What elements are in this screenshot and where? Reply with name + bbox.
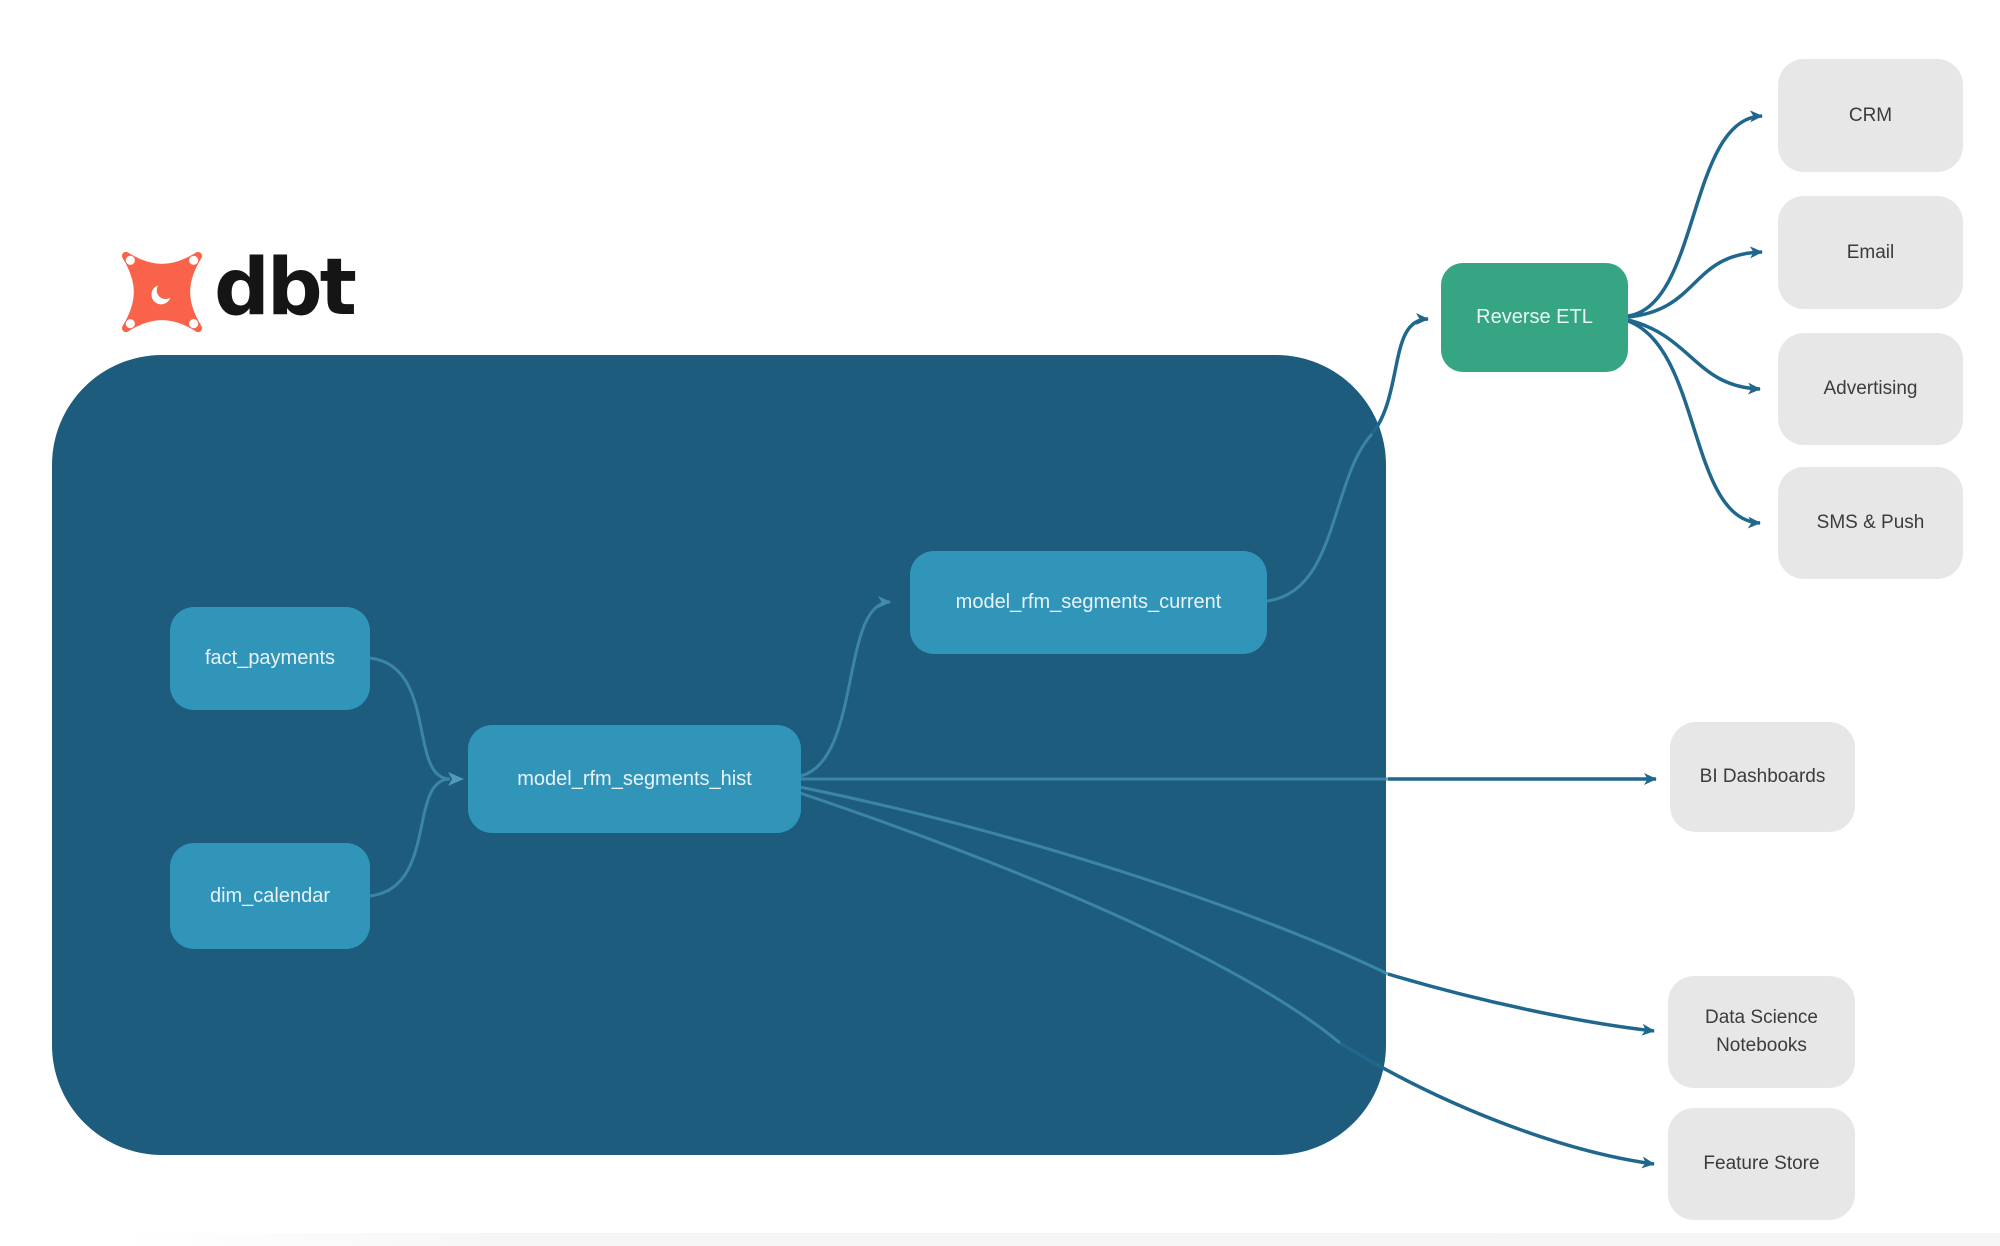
node-data-science-notebooks: Data Science Notebooks bbox=[1668, 976, 1855, 1088]
node-feature-store: Feature Store bbox=[1668, 1108, 1855, 1220]
node-model-rfm-segments-hist-label: model_rfm_segments_hist bbox=[517, 767, 752, 790]
node-model-rfm-segments-current-label: model_rfm_segments_current bbox=[955, 591, 1222, 613]
node-fact-payments: fact_payments bbox=[170, 607, 370, 710]
dbt-logo-text: dbt bbox=[214, 243, 357, 333]
node-advertising-label: Advertising bbox=[1823, 378, 1918, 400]
edge-current-to-retl-outside bbox=[1370, 313, 1429, 436]
node-dim-calendar-label: dim_calendar bbox=[209, 884, 331, 907]
edge-hist-to-fs-inside bbox=[799, 791, 1341, 1045]
edge-hist-to-ds-outside bbox=[1387, 972, 1655, 1036]
edge-retl-to-crm bbox=[1627, 110, 1763, 318]
node-model-rfm-segments-hist: model_rfm_segments_hist bbox=[468, 725, 801, 833]
edge-hist-to-fs-outside bbox=[1339, 1041, 1655, 1169]
node-email: Email bbox=[1778, 196, 1963, 309]
node-bi-dashboards-label: BI Dashboards bbox=[1699, 766, 1826, 788]
edge-retl-to-advertising bbox=[1627, 318, 1761, 395]
bottom-divider bbox=[0, 1233, 2000, 1246]
node-advertising: Advertising bbox=[1778, 333, 1963, 445]
edge-current-to-retl-inside bbox=[1266, 432, 1374, 603]
node-email-label: Email bbox=[1846, 241, 1895, 263]
edge-hist-to-ds-inside bbox=[799, 785, 1389, 976]
edge-retl-to-sms bbox=[1627, 319, 1761, 529]
edge-dim-to-hist bbox=[369, 777, 451, 898]
node-data-science-notebooks-label: Data Science Notebooks bbox=[1704, 1007, 1818, 1056]
dbt-logo: dbt bbox=[118, 243, 357, 336]
dbt-star-icon bbox=[121, 251, 203, 333]
edge-merge-arrowhead bbox=[448, 772, 464, 786]
node-fact-payments-label: fact_payments bbox=[204, 647, 336, 669]
edge-fact-to-hist bbox=[369, 656, 451, 781]
node-sms-push: SMS & Push bbox=[1778, 467, 1963, 579]
node-model-rfm-segments-current: model_rfm_segments_current bbox=[910, 551, 1267, 654]
node-bi-dashboards: BI Dashboards bbox=[1670, 722, 1855, 832]
node-reverse-etl-label: Reverse ETL bbox=[1476, 306, 1593, 328]
node-dim-calendar: dim_calendar bbox=[170, 843, 370, 949]
node-reverse-etl: Reverse ETL bbox=[1441, 263, 1628, 372]
node-sms-push-label: SMS & Push bbox=[1816, 512, 1925, 534]
node-crm: CRM bbox=[1778, 59, 1963, 172]
node-feature-store-label: Feature Store bbox=[1703, 1153, 1820, 1175]
node-crm-label: CRM bbox=[1848, 104, 1893, 126]
edge-retl-to-email bbox=[1627, 246, 1763, 319]
edge-hist-to-current bbox=[799, 596, 891, 778]
